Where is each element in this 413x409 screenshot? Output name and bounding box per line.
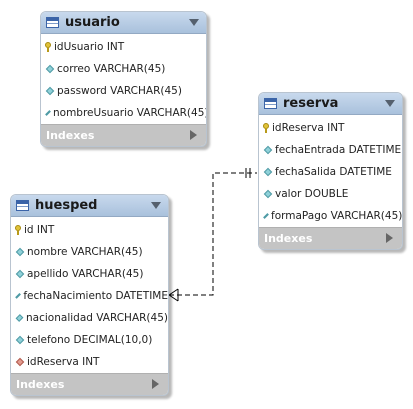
table-usuario[interactable]: usuario idUsuario INT correo VARCHAR(45) p…: [40, 11, 207, 147]
field-label: nombreUsuario VARCHAR(45): [53, 107, 207, 119]
field-row[interactable]: fechaSalida DATETIME: [259, 161, 402, 183]
table-icon: [264, 98, 277, 109]
collapse-arrow-icon[interactable]: [385, 100, 395, 107]
table-title: usuario: [65, 15, 120, 30]
table-header[interactable]: huesped: [11, 195, 168, 217]
primary-key-icon: [45, 42, 51, 52]
field-label: idReserva INT: [272, 122, 345, 134]
collapse-arrow-icon[interactable]: [151, 202, 161, 209]
column-icon: [263, 145, 273, 155]
indexes-label: Indexes: [16, 378, 65, 391]
column-icon: [45, 110, 51, 116]
column-icon: [15, 314, 24, 322]
column-icon: [263, 213, 269, 219]
field-list: idReserva INT fechaEntrada DATETIME fechaS…: [259, 115, 402, 227]
field-row[interactable]: apellido VARCHAR(45): [11, 263, 168, 285]
one-end-marker: [245, 168, 251, 178]
field-label: valor DOUBLE: [275, 188, 349, 200]
field-row[interactable]: nacionalidad VARCHAR(45): [11, 307, 168, 329]
table-title: huesped: [35, 198, 98, 213]
primary-key-icon: [15, 225, 21, 235]
table-icon: [46, 17, 59, 28]
field-row[interactable]: nombre VARCHAR(45): [11, 241, 168, 263]
indexes-section[interactable]: Indexes: [41, 124, 206, 146]
field-label: formaPago VARCHAR(45): [271, 210, 403, 222]
field-label: telefono DECIMAL(10,0): [27, 334, 153, 346]
field-list: idUsuario INT correo VARCHAR(45) password …: [41, 34, 206, 124]
field-label: fechaNacimiento DATETIME: [23, 290, 168, 302]
field-row[interactable]: formaPago VARCHAR(45): [259, 205, 402, 227]
expand-arrow-icon[interactable]: [152, 379, 159, 389]
field-label: fechaSalida DATETIME: [275, 166, 392, 178]
column-icon: [45, 86, 55, 96]
field-label: nombre VARCHAR(45): [27, 246, 143, 258]
expand-arrow-icon[interactable]: [386, 233, 393, 243]
field-row[interactable]: idReserva INT: [259, 117, 402, 139]
field-label: fechaEntrada DATETIME: [275, 144, 402, 156]
field-label: password VARCHAR(45): [57, 85, 182, 97]
field-label: id INT: [24, 224, 55, 236]
table-header[interactable]: reserva: [259, 93, 402, 115]
indexes-section[interactable]: Indexes: [11, 373, 168, 395]
column-icon: [263, 189, 273, 199]
table-header[interactable]: usuario: [41, 12, 206, 34]
field-row[interactable]: fechaEntrada DATETIME: [259, 139, 402, 161]
field-row[interactable]: telefono DECIMAL(10,0): [11, 329, 168, 351]
field-list: id INT nombre VARCHAR(45) apellido VARCHAR…: [11, 217, 168, 373]
collapse-arrow-icon[interactable]: [189, 19, 199, 26]
field-row[interactable]: correo VARCHAR(45): [41, 58, 206, 80]
field-row[interactable]: idUsuario INT: [41, 36, 206, 58]
table-icon: [16, 200, 29, 211]
field-label: apellido VARCHAR(45): [27, 268, 144, 280]
field-row[interactable]: fechaNacimiento DATETIME: [11, 285, 168, 307]
field-label: nacionalidad VARCHAR(45): [26, 312, 168, 324]
expand-arrow-icon[interactable]: [190, 130, 197, 140]
relationship-line: [169, 172, 257, 296]
column-icon: [45, 64, 55, 74]
field-label: idReserva INT: [27, 356, 100, 368]
column-icon: [15, 335, 25, 345]
field-row[interactable]: idReserva INT: [11, 351, 168, 373]
field-row[interactable]: valor DOUBLE: [259, 183, 402, 205]
indexes-section[interactable]: Indexes: [259, 227, 402, 249]
field-label: idUsuario INT: [54, 41, 125, 53]
field-row[interactable]: password VARCHAR(45): [41, 80, 206, 102]
field-row[interactable]: id INT: [11, 219, 168, 241]
table-reserva[interactable]: reserva idReserva INT fechaEntrada DATETI…: [258, 92, 403, 250]
indexes-label: Indexes: [46, 129, 95, 142]
column-icon: [15, 269, 25, 279]
column-icon: [263, 167, 273, 177]
table-huesped[interactable]: huesped id INT nombre VARCHAR(45) apellido…: [10, 194, 169, 396]
table-title: reserva: [283, 96, 339, 111]
field-label: correo VARCHAR(45): [57, 63, 166, 75]
column-icon: [15, 247, 25, 257]
foreign-key-icon: [15, 357, 25, 367]
column-icon: [15, 293, 22, 299]
indexes-label: Indexes: [264, 232, 313, 245]
crowfoot-many-end: [168, 288, 179, 302]
primary-key-icon: [263, 123, 269, 133]
field-row[interactable]: nombreUsuario VARCHAR(45): [41, 102, 206, 124]
